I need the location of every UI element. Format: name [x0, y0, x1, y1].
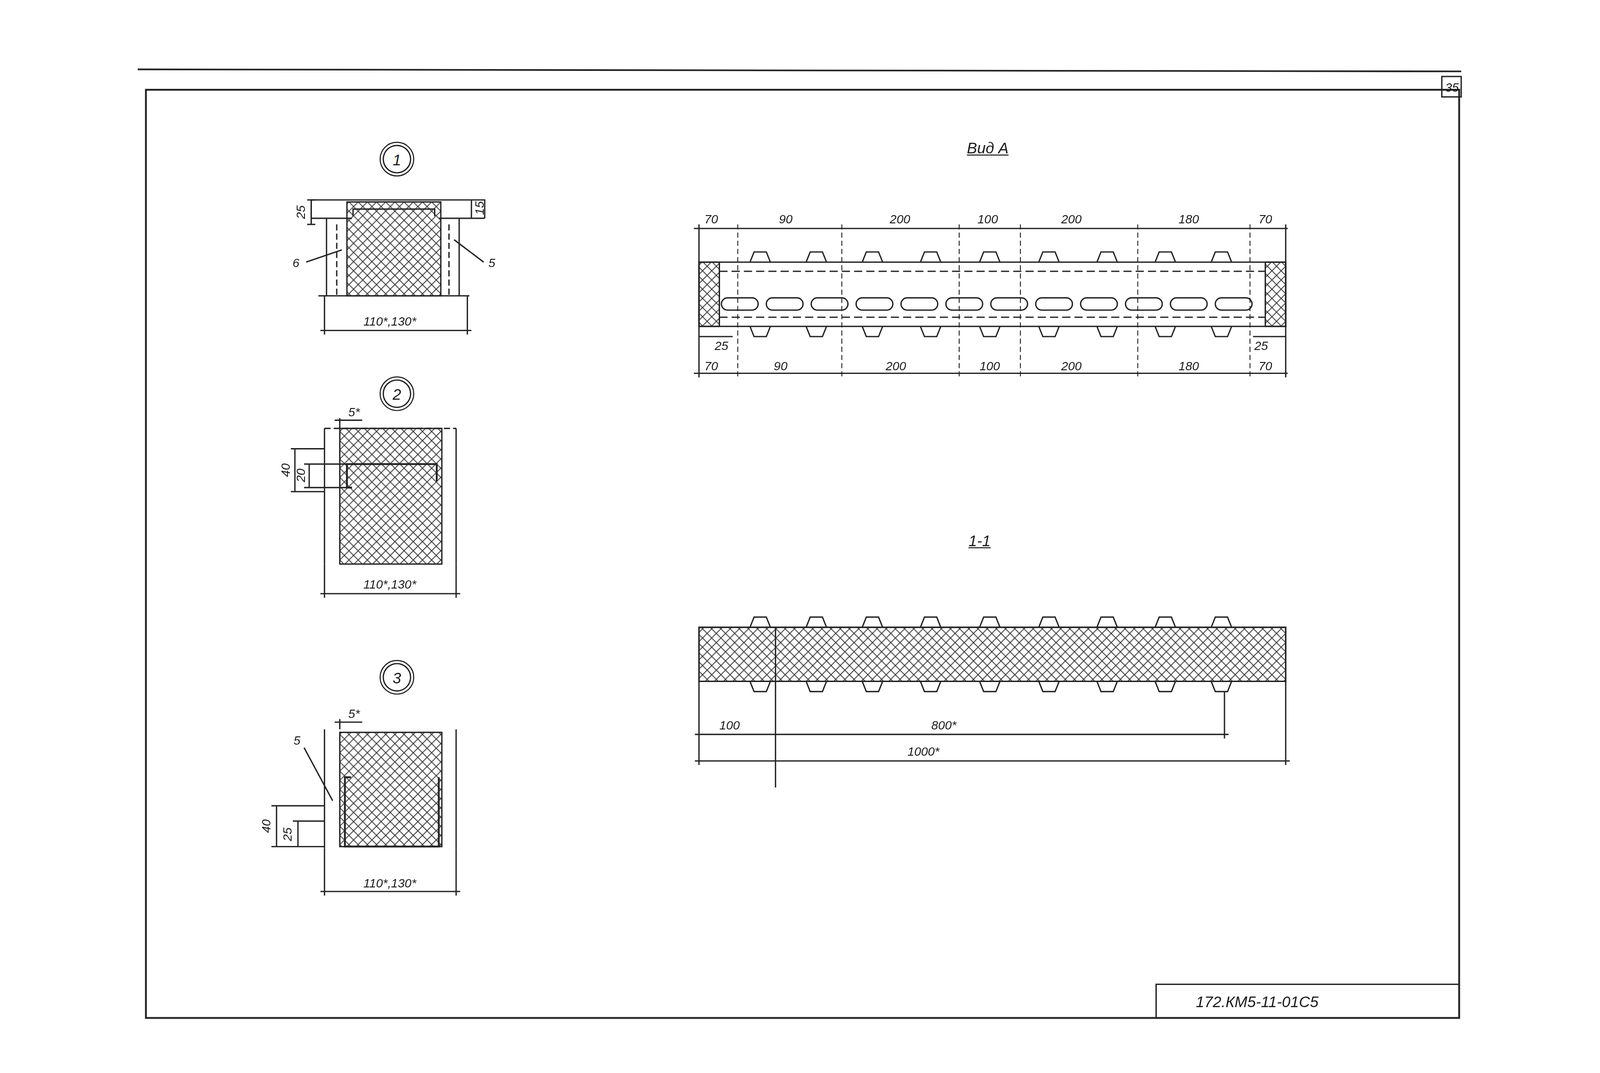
section-3	[271, 719, 461, 897]
dimension: 5*	[348, 406, 360, 419]
dimension: 180	[1178, 360, 1199, 373]
dimension: 100	[719, 719, 740, 733]
dimension: 200	[1060, 360, 1082, 373]
dimension: 200	[885, 360, 906, 373]
dimension: 25	[714, 339, 729, 353]
callout-number: 6	[292, 257, 300, 270]
section-title: 1-1	[968, 533, 991, 549]
dimension: 110*,130*	[363, 877, 417, 891]
callout-number: 5	[488, 257, 496, 270]
dimension: 70	[704, 213, 719, 226]
dimension: 5*	[348, 708, 360, 721]
dimension: 20	[294, 468, 308, 483]
dimension: 25	[1254, 339, 1269, 353]
page-number: 35	[1445, 81, 1460, 94]
callout-number: 5	[293, 734, 301, 748]
dimension: 40	[260, 819, 273, 834]
callout-circle: 3	[379, 660, 415, 695]
section-1	[305, 199, 485, 335]
dimension: 90	[773, 360, 788, 373]
dimension: 100	[979, 360, 1000, 373]
view-title: Вид А	[967, 140, 1009, 156]
dimension: 800*	[931, 719, 957, 733]
dimension: 90	[779, 213, 793, 226]
drawing-code: 172.КМ5-11-01С5	[1195, 994, 1319, 1010]
dimension: 200	[1060, 213, 1082, 226]
section-number: 3	[392, 669, 401, 686]
callout-circle: 2	[379, 376, 415, 411]
section-number: 1	[392, 151, 401, 167]
dimension: 25	[281, 827, 294, 842]
dimension: 15	[473, 201, 487, 216]
callout-circle: 1	[379, 141, 415, 177]
dimension: 25	[294, 205, 308, 220]
dimension: 70	[704, 360, 719, 373]
dimension: 1000*	[907, 745, 940, 759]
section-1-1	[694, 617, 1290, 788]
dimension: 110*,130*	[363, 315, 417, 328]
sheet-frame	[137, 69, 1462, 1019]
dimension: 70	[1258, 360, 1273, 373]
view-a	[693, 156, 1288, 378]
dimension: 70	[1258, 213, 1273, 226]
dimension: 40	[279, 463, 293, 478]
section-number: 2	[392, 386, 401, 402]
dimension: 200	[889, 213, 910, 226]
section-2	[290, 418, 461, 598]
dimension: 110*,130*	[363, 578, 417, 592]
dimension: 180	[1178, 213, 1199, 226]
dimension: 100	[977, 213, 998, 226]
